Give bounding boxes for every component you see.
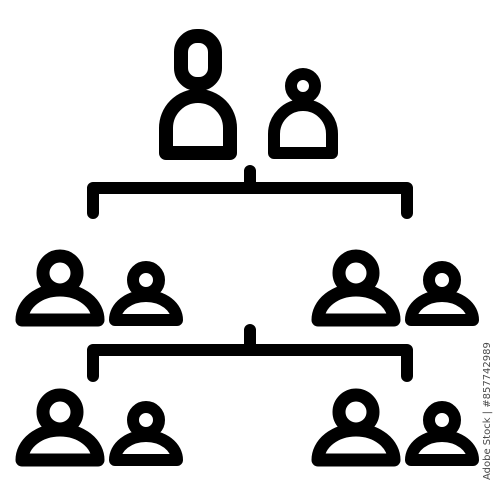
hierarchy-connector-lower — [87, 324, 413, 382]
person-icon-middle-right-small — [405, 261, 479, 326]
person-icon-bottom-left-small — [109, 401, 183, 466]
bottom-level-group — [15, 388, 479, 467]
top-level-group — [159, 29, 338, 160]
person-icon-bottom-right-large — [311, 388, 401, 467]
person-icon-middle-right-large — [311, 249, 401, 327]
middle-level-group — [15, 249, 479, 327]
person-icon-middle-left-large — [15, 249, 105, 327]
person-icon-bottom-left-large — [15, 388, 105, 467]
person-icon-bottom-right-small — [405, 401, 479, 466]
watermark-text: Adobe Stock | #857742989 — [482, 342, 493, 480]
person-icon-top-small — [268, 68, 338, 159]
person-icon-middle-left-small — [109, 261, 183, 326]
person-icon-top-large — [159, 29, 237, 160]
hierarchy-connector-upper — [87, 165, 413, 219]
